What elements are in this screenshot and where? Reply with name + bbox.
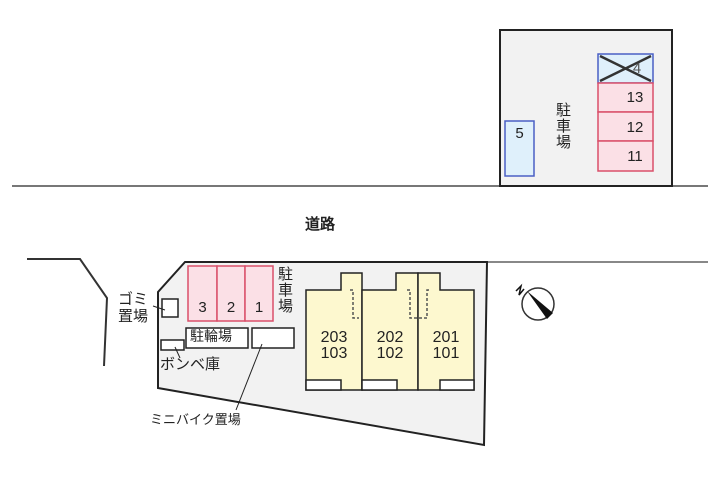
staircase-dashed xyxy=(407,289,431,319)
road-label: 道路 xyxy=(305,215,336,233)
balcony xyxy=(361,379,398,391)
balcony xyxy=(305,379,342,391)
space-label-2: 2 xyxy=(226,299,236,316)
gas-cylinder-label: ボンベ庫 xyxy=(160,355,221,373)
leader-line xyxy=(174,346,181,359)
unit-number-102: 102 xyxy=(376,345,404,362)
leader-line xyxy=(152,305,166,311)
unit-number-103: 103 xyxy=(320,345,348,362)
gas-cylinder-box xyxy=(160,339,185,351)
space-label-1: 1 xyxy=(254,299,264,316)
parking-space-3 xyxy=(187,265,218,322)
unit-201-101 xyxy=(417,272,475,391)
parking-space-1 xyxy=(244,265,274,322)
space-label-13: 13 xyxy=(626,89,644,106)
parking-space-11 xyxy=(597,140,654,172)
garbage-label-line1: ゴミ xyxy=(118,290,149,308)
neighbor-boundary xyxy=(27,258,109,367)
garbage-label-line2: 置場 xyxy=(118,307,149,325)
unit-number-203: 203 xyxy=(320,329,348,346)
north-arrow-icon xyxy=(515,283,555,321)
bicycle-parking-label: 駐輪場 xyxy=(190,329,232,345)
unit-number-202: 202 xyxy=(376,329,404,346)
space-label-11: 11 xyxy=(627,148,643,165)
bicycle-parking-box xyxy=(185,327,249,349)
space-label-4: 4 xyxy=(632,60,642,77)
staircase-dashed xyxy=(350,289,359,319)
space-label-12: 12 xyxy=(626,119,644,136)
leader-line xyxy=(235,343,263,411)
lower-parking-label: 駐車場 xyxy=(276,266,294,314)
parking-space-5 xyxy=(504,120,535,177)
unit-number-101: 101 xyxy=(432,345,460,362)
garbage-area-box xyxy=(161,298,179,318)
space-label-3: 3 xyxy=(198,299,207,316)
building xyxy=(305,272,475,391)
minibike-parking-label: ミニバイク置場 xyxy=(150,413,241,428)
parking-space-12 xyxy=(597,111,654,142)
cross-mark-icon xyxy=(599,54,652,83)
space-label-5: 5 xyxy=(515,125,524,142)
upper-parking-label: 駐車場 xyxy=(554,102,572,150)
unit-number-201: 201 xyxy=(432,329,460,346)
balcony xyxy=(439,379,475,391)
parking-space-2 xyxy=(216,265,246,322)
minibike-parking-box xyxy=(251,327,295,349)
